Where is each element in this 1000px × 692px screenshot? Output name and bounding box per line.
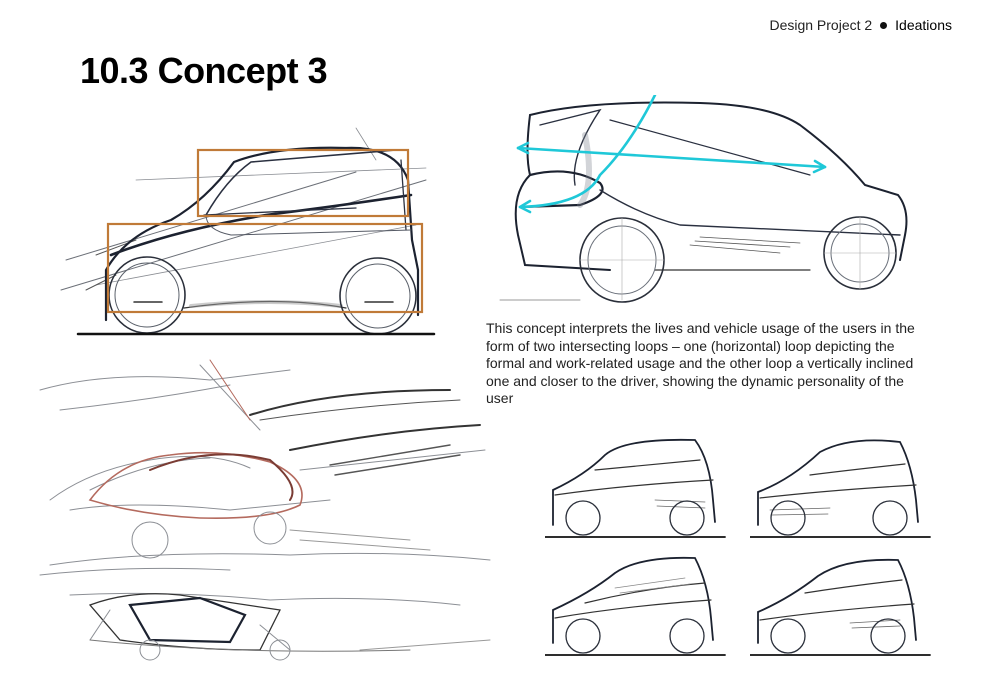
- section-label: Ideations: [895, 17, 952, 33]
- variation-sketch: [750, 430, 940, 545]
- project-label: Design Project 2: [769, 17, 873, 33]
- variation-sketch: [545, 548, 735, 663]
- variation-sketch: [750, 548, 940, 663]
- page-header: Design Project 2 Ideations: [769, 17, 952, 33]
- variation-side-views: [545, 430, 955, 685]
- side-view-proportion-sketch: [56, 120, 440, 345]
- page-title: 10.3 Concept 3: [80, 50, 328, 91]
- perspective-loop-sketch: [480, 95, 920, 310]
- variation-sketch: [545, 430, 735, 545]
- concept-description: This concept interprets the lives and ve…: [486, 320, 915, 406]
- bullet-dot-icon: [880, 21, 888, 29]
- rough-ideation-sketches: [30, 350, 500, 682]
